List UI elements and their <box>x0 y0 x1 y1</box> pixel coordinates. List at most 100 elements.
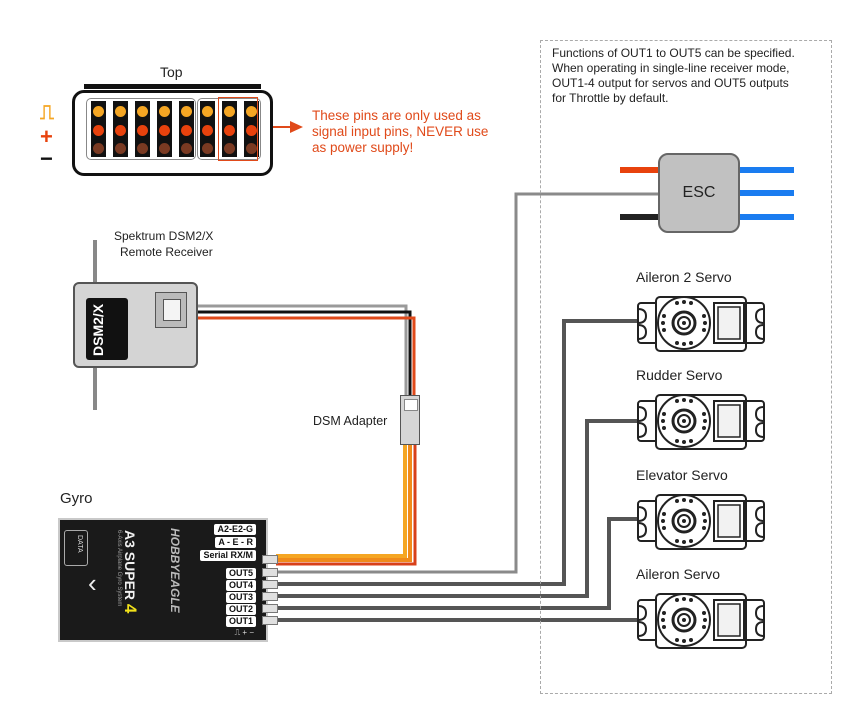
power-pin <box>224 125 235 136</box>
ground-pin <box>159 143 170 154</box>
receiver-wire-grey <box>185 304 408 395</box>
pin-column <box>222 101 237 157</box>
signal-pin <box>202 106 213 117</box>
port-label-out2: OUT2 <box>225 604 256 615</box>
pin-column <box>244 101 259 157</box>
servo <box>637 593 765 649</box>
power-pin <box>93 125 104 136</box>
power-pin <box>137 125 148 136</box>
ground-pin <box>93 143 104 154</box>
receiver-label: DSM2/X <box>90 303 106 356</box>
servo-label: Rudder Servo <box>636 367 723 383</box>
esc-label: ESC <box>682 184 716 201</box>
ground-pin <box>137 143 148 154</box>
plug-out2 <box>262 604 278 613</box>
plug-out1 <box>262 616 278 625</box>
gyro-caption: Gyro <box>60 490 93 507</box>
note-line: OUT1-4 output for servos and OUT5 output… <box>552 76 789 90</box>
note-dashed-box <box>540 40 832 694</box>
signal-pin <box>246 106 257 117</box>
signal-pin <box>93 106 104 117</box>
gyro-unit: DATA ‹ A3 SUPER 4 6-Axis Airplane Gyro S… <box>58 518 268 642</box>
plug-out4 <box>262 580 278 589</box>
pin-column <box>135 101 150 157</box>
signal-symbol-icon: ⎍ <box>40 102 54 124</box>
ground-pin <box>224 143 235 154</box>
ground-pin <box>202 143 213 154</box>
warning-text: These pins are only used as signal input… <box>312 108 488 156</box>
power-pin <box>202 125 213 136</box>
wire-out3-rudder <box>276 419 640 598</box>
power-pin <box>159 125 170 136</box>
adapter-wire-amber <box>276 445 412 562</box>
port-label-out4: OUT4 <box>225 580 256 591</box>
signal-pin <box>181 106 192 117</box>
data-port-label: DATA <box>76 535 83 553</box>
dsm-adapter <box>400 395 420 445</box>
warning-line: as power supply! <box>312 140 414 155</box>
pin-group-2 <box>197 98 261 160</box>
plug-out3 <box>262 592 278 601</box>
gyro-model: A3 SUPER 4 <box>120 530 140 613</box>
highlighted-pins-frame <box>218 97 258 161</box>
receiver-label-plate <box>86 298 128 360</box>
receiver-wire-black <box>185 310 412 395</box>
pin-column <box>113 101 128 157</box>
power-pin <box>181 125 192 136</box>
servo-label: Elevator Servo <box>636 467 728 483</box>
plus-symbol-icon: + <box>40 124 53 149</box>
adapter-wire-orange <box>276 445 407 558</box>
note-line: for Throttle by default. <box>552 91 669 105</box>
port-label-serial-rx: Serial RX/M <box>200 550 256 561</box>
warning-line: signal input pins, NEVER use <box>312 124 489 139</box>
port-label-a-e-r: A - E - R <box>215 537 256 548</box>
warning-line: These pins are only used as <box>312 108 481 123</box>
plug-serial-rx <box>262 555 278 564</box>
port-label-a2-e2-g: A2-E2-G <box>214 524 256 535</box>
ground-pin <box>181 143 192 154</box>
receiver-wire-red <box>185 316 416 395</box>
power-pin <box>115 125 126 136</box>
signal-pin <box>137 106 148 117</box>
gyro-brand: HOBBYEAGLE <box>168 528 182 613</box>
ground-pin <box>115 143 126 154</box>
servo-label: Aileron Servo <box>636 566 721 582</box>
pin-column <box>91 101 106 157</box>
wire-out2-elevator <box>276 517 640 610</box>
adapter-connector <box>404 399 418 411</box>
port-label-out1: OUT1 <box>225 616 256 627</box>
servo <box>637 296 765 352</box>
signal-pin <box>159 106 170 117</box>
gyro-subtitle: 6-Axis Airplane Gyro System <box>116 530 122 607</box>
data-port: DATA <box>64 530 88 566</box>
note-line: Functions of OUT1 to OUT5 can be specifi… <box>552 46 795 60</box>
minus-symbol-icon: − <box>40 146 53 171</box>
pin-column <box>157 101 172 157</box>
port-label-out5: OUT5 <box>225 568 256 579</box>
port-label-out3: OUT3 <box>225 592 256 603</box>
pin-group-1 <box>86 98 196 160</box>
warning-arrow-head <box>290 121 303 133</box>
servo <box>637 494 765 550</box>
signal-pin <box>115 106 126 117</box>
signal-pin <box>224 106 235 117</box>
wire-out4-aileron2 <box>276 319 640 586</box>
servo <box>637 394 765 450</box>
power-pin <box>246 125 257 136</box>
wire-out5-esc <box>276 192 658 574</box>
gyro-pin-legend: ⎍ + − <box>234 628 254 637</box>
note-line: When operating in single-line receiver m… <box>552 61 790 75</box>
gyro-model-name: A3 SUPER <box>122 530 138 601</box>
pin-column <box>179 101 194 157</box>
pin-column <box>200 101 215 157</box>
servo-label: Aileron 2 Servo <box>636 269 732 285</box>
receiver-plug <box>163 299 181 321</box>
gyro-model-number: 4 <box>121 603 140 614</box>
header-title: Top <box>160 64 183 80</box>
receiver-caption-line2: Remote Receiver <box>120 245 213 259</box>
ground-pin <box>246 143 257 154</box>
note-text: Functions of OUT1 to OUT5 can be specifi… <box>552 46 795 106</box>
adapter-wire-red <box>276 445 417 566</box>
receiver-caption-line1: Spektrum DSM2/X <box>114 229 214 243</box>
